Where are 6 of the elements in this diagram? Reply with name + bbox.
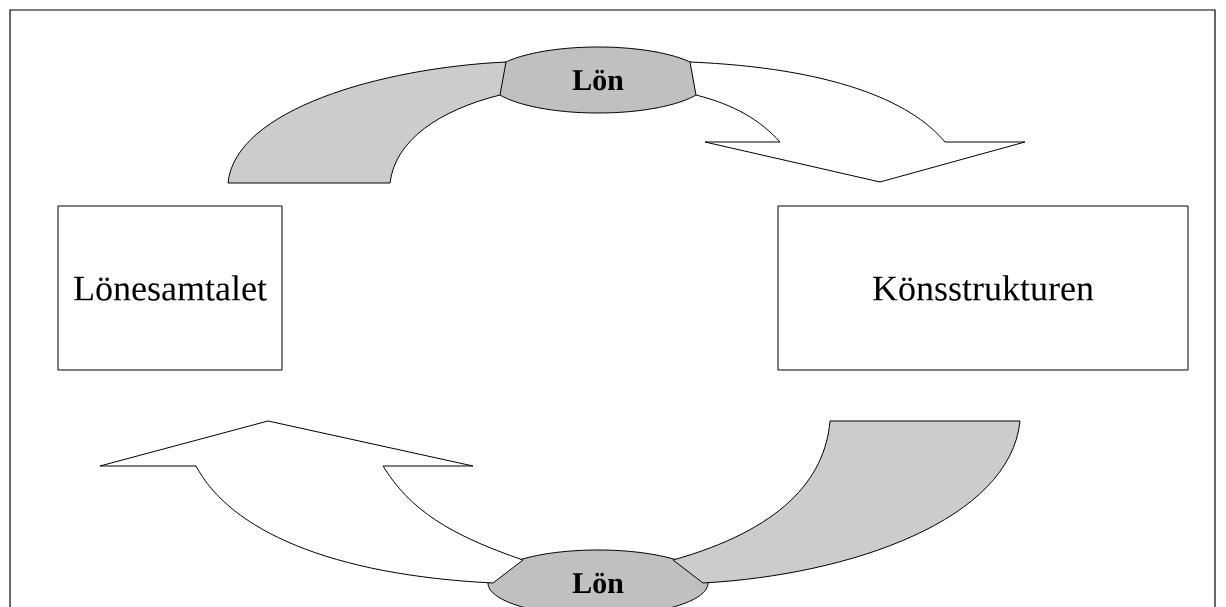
curved-block-arrow — [689, 61, 1026, 183]
process-box: Könsstrukturen — [777, 205, 1189, 371]
process-box: Lönesamtalet — [57, 205, 283, 371]
curved-band — [227, 61, 507, 184]
curved-block-arrow — [99, 420, 524, 584]
curved-band — [672, 420, 1021, 584]
